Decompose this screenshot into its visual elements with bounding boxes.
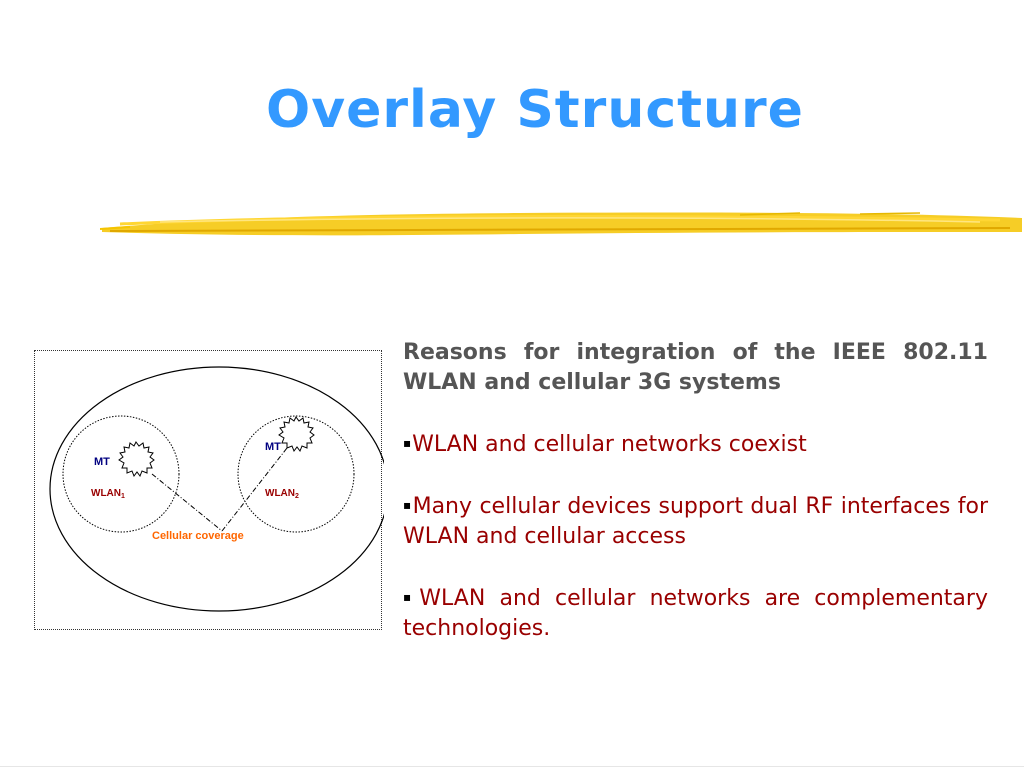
bullet-text: Many cellular devices support dual RF in… [403,494,989,549]
wlan2-label: WLAN2 [265,488,299,500]
bullet-item: ▪WLAN and cellular networks coexist [403,428,988,460]
reasons-text-block: Reasons for integration of the IEEE 802.… [403,338,988,674]
wlan1-label: WLAN1 [91,488,125,500]
mobile-terminal-icon [278,416,315,453]
bullet-item: ▪Many cellular devices support dual RF i… [403,490,988,552]
bullet-text: WLAN and cellular networks are complemen… [403,586,988,641]
brush-stroke-divider [100,212,1022,236]
mobile-terminal-icon [118,441,155,478]
cellular-coverage-label: Cellular coverage [152,530,244,542]
bullet-text: WLAN and cellular networks coexist [412,432,807,457]
mt-label-1: MT [94,456,110,468]
overlay-diagram: MT MT WLAN1 WLAN2 Cellular coverage [49,366,384,612]
link-wlan2 [221,447,288,532]
mt-label-2: MT [265,441,281,453]
reasons-heading: Reasons for integration of the IEEE 802.… [403,340,988,395]
wlan2-circle [237,415,355,533]
wlan1-circle [62,415,180,533]
cellular-coverage-ellipse [49,366,384,612]
footer-divider [0,766,1024,767]
bullet-item: ▪WLAN and cellular networks are compleme… [403,582,988,644]
bullet-marker: ▪ [403,590,419,604]
slide-title: Overlay Structure [266,80,804,140]
link-wlan1 [151,473,223,532]
bullet-marker: ▪ [403,498,412,512]
bullet-marker: ▪ [403,436,412,450]
diagram-frame [34,350,382,630]
